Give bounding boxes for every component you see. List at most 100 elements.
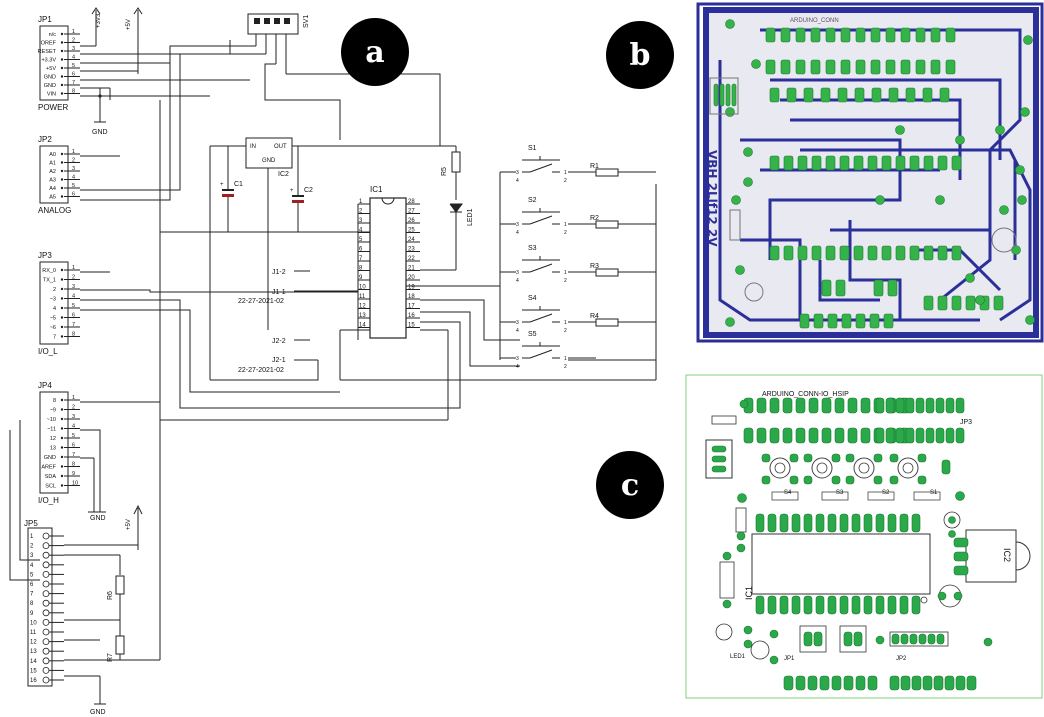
switch-pin: 4 — [516, 328, 519, 334]
jp1-pin-dot — [60, 75, 64, 78]
via — [751, 59, 761, 69]
jp5-pin — [42, 619, 50, 626]
pad — [807, 675, 818, 691]
wire — [80, 299, 461, 409]
pad — [875, 427, 885, 444]
jp1-pin-label: VIN — [47, 92, 56, 98]
jp1-pin-label: n/c — [49, 32, 57, 38]
ic1-notch — [381, 197, 395, 205]
jp5-pin-number: 16 — [30, 678, 37, 684]
ic1-pin-number: 13 — [359, 313, 366, 319]
gnd-bottom-label: GND — [90, 709, 106, 716]
switch-pin: 4 — [516, 230, 519, 236]
resistor-body — [595, 168, 619, 177]
ic1-name: IC1 — [370, 185, 383, 194]
jp3-pin-number: 3 — [72, 284, 75, 290]
sv1-body — [247, 13, 299, 35]
ic1-pin-number: 27 — [408, 209, 415, 215]
pad — [888, 87, 899, 103]
pad — [810, 27, 821, 43]
pad — [885, 59, 896, 75]
pad — [847, 427, 858, 444]
jp2-pin-dot — [60, 195, 64, 198]
jp3-pin-dot — [60, 316, 64, 319]
pad — [845, 453, 855, 463]
pad — [783, 675, 794, 691]
jp4-pin-label: ~9 — [50, 408, 56, 414]
jp1-pin-dot — [60, 41, 64, 44]
resistor-outline — [771, 491, 799, 501]
ic2-tab — [1015, 541, 1031, 571]
pad — [780, 59, 791, 75]
jp5-pin-number: 12 — [30, 640, 37, 646]
jp5-pin-number: 8 — [30, 601, 34, 607]
via — [769, 629, 779, 639]
pad — [922, 87, 933, 103]
j1-part: 22-27-2021-02 — [238, 298, 284, 305]
c2-plus: + — [290, 188, 294, 194]
jp4-pin-dot — [60, 474, 64, 478]
silk-label: S2 — [882, 490, 890, 496]
pad — [731, 83, 737, 107]
pad — [867, 155, 878, 171]
ic1-outline — [751, 533, 931, 595]
ic1-pin-number: 28 — [408, 199, 415, 205]
via — [739, 399, 749, 409]
ic1-marker — [920, 596, 928, 604]
switch-pin: 4 — [516, 278, 519, 284]
jp4-pin-label: ~10 — [47, 417, 56, 423]
trace — [818, 260, 880, 302]
switch-label: S2 — [528, 197, 537, 204]
pad — [873, 279, 884, 297]
pad — [860, 397, 871, 414]
jp5-pin — [42, 638, 50, 645]
jp1-body — [39, 25, 69, 101]
pad — [895, 427, 905, 444]
svg-text:c: c — [621, 468, 639, 503]
pad — [810, 59, 821, 75]
jp5-pin-number: 14 — [30, 659, 37, 665]
wire — [80, 429, 101, 512]
pad — [937, 155, 948, 171]
jp4-pin-dot — [60, 398, 64, 402]
ic1-pin-number: 2 — [359, 209, 363, 215]
jp1-pin-number: 4 — [72, 55, 75, 61]
pad — [795, 59, 806, 75]
jp3-pin-label: 7 — [53, 335, 56, 341]
pad — [895, 397, 905, 414]
jp4-pin-number: 2 — [72, 405, 75, 411]
c1-plate — [222, 189, 234, 191]
via — [743, 177, 753, 187]
led1-body — [450, 204, 462, 212]
via — [725, 19, 735, 29]
switch-button — [858, 462, 870, 474]
pad — [783, 155, 794, 171]
pad — [945, 27, 956, 43]
pad — [769, 397, 780, 414]
jp5-pin-number: 1 — [30, 534, 34, 540]
jp2-pin-dot — [60, 186, 64, 190]
resistor-label: R3 — [590, 263, 599, 270]
via — [875, 635, 885, 645]
pad — [813, 631, 823, 647]
via — [953, 591, 963, 601]
pad — [769, 87, 780, 103]
switch-label: S5 — [528, 331, 537, 338]
jp1-pin-number: 1 — [72, 29, 75, 35]
c2-plate — [292, 195, 304, 197]
via — [735, 265, 745, 275]
switch-pin: 1 — [564, 356, 567, 362]
led1-outline — [715, 623, 733, 641]
trace — [740, 238, 802, 320]
ic1-pin-number: 11 — [359, 294, 366, 300]
pad — [827, 595, 837, 615]
jp5-pin — [42, 571, 50, 578]
c1-label: C1 — [234, 181, 243, 188]
pad — [905, 397, 915, 414]
switch-outline — [769, 457, 791, 479]
r6-outline — [711, 415, 737, 425]
sv1-pin — [284, 18, 290, 24]
pad — [803, 453, 813, 463]
jp4-body — [39, 391, 69, 494]
pad — [900, 633, 909, 645]
